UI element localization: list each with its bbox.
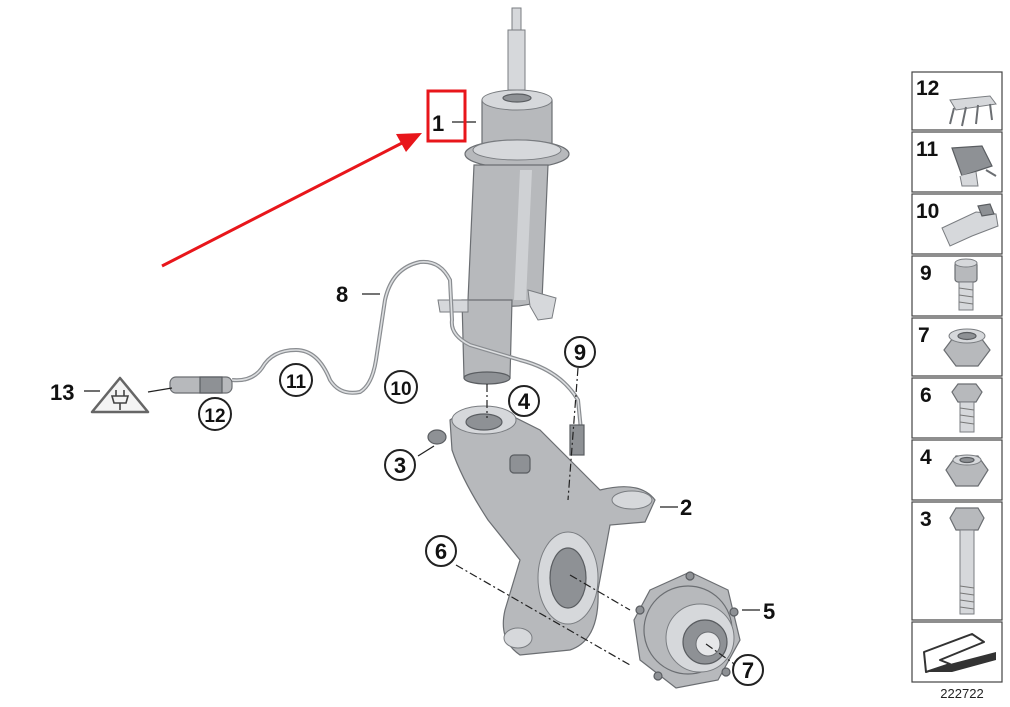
highlight-arrow-line (161, 140, 405, 268)
hex-nut-icon (945, 454, 989, 487)
shock-absorber-strut (437, 7, 570, 385)
svg-text:9: 9 (920, 262, 932, 285)
callout-circle-4: 4 (508, 385, 540, 417)
svg-text:7: 7 (742, 658, 754, 683)
collar-nut-icon (943, 328, 991, 367)
highlight-box (426, 89, 467, 143)
legend-item-3[interactable]: 3 (911, 501, 1003, 621)
cable-holder-icon (951, 145, 997, 187)
bracket-clip-icon (941, 203, 999, 247)
legend-item-4[interactable]: 4 (911, 439, 1003, 501)
callout-2: 2 (680, 495, 692, 520)
parts-legend: 12 11 10 9 (911, 71, 1003, 683)
long-hex-bolt-icon (949, 507, 985, 615)
wheel-speed-sensor-cable (169, 259, 585, 456)
legend-footer[interactable] (911, 621, 1003, 683)
svg-text:11: 11 (286, 372, 307, 393)
svg-text:6: 6 (435, 539, 447, 564)
hex-bolt-icon (951, 383, 983, 433)
svg-text:11: 11 (916, 138, 939, 161)
svg-text:4: 4 (518, 389, 531, 414)
svg-text:3: 3 (920, 508, 932, 531)
svg-text:4: 4 (920, 446, 932, 469)
direction-arrow-icon (923, 633, 996, 673)
clip-icon (949, 95, 997, 127)
legend-item-9[interactable]: 9 (911, 255, 1003, 317)
callout-circle-10: 10 (384, 370, 418, 404)
svg-text:7: 7 (918, 324, 930, 347)
callout-circle-9: 9 (564, 336, 596, 368)
highlight-annotation (161, 89, 467, 268)
svg-text:12: 12 (916, 77, 939, 100)
callout-circle-12: 12 (198, 397, 232, 431)
svg-text:10: 10 (916, 200, 939, 223)
callout-circle-6: 6 (425, 535, 457, 567)
callout-1: 1 (432, 111, 444, 136)
legend-item-7[interactable]: 7 (911, 317, 1003, 377)
svg-text:6: 6 (920, 384, 932, 407)
legend-item-11[interactable]: 11 (911, 131, 1003, 193)
svg-text:10: 10 (390, 379, 411, 400)
svg-text:3: 3 (394, 453, 406, 478)
callout-circle-7: 7 (732, 654, 764, 686)
svg-text:9: 9 (574, 340, 586, 365)
callout-8: 8 (336, 282, 348, 307)
diagram-reference-number: 222722 (940, 686, 983, 701)
wheel-hub (633, 571, 741, 689)
callout-5: 5 (763, 599, 775, 624)
callout-circle-11: 11 (279, 363, 313, 397)
arrow-head-icon (396, 133, 422, 152)
callout-circle-3: 3 (384, 449, 416, 481)
hex-socket-bolt-icon (954, 258, 978, 311)
legend-item-6[interactable]: 6 (911, 377, 1003, 439)
svg-text:12: 12 (204, 406, 225, 427)
legend-item-12[interactable]: 12 (911, 71, 1003, 131)
electrical-plug-warning-icon (90, 376, 150, 414)
steering-knuckle (427, 405, 656, 656)
callout-13: 13 (50, 380, 74, 405)
legend-item-10[interactable]: 10 (911, 193, 1003, 255)
